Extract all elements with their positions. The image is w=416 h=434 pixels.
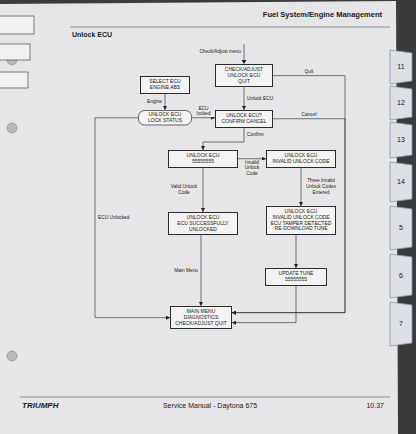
arrow-label: Main Menu	[173, 268, 199, 274]
flow-arrow	[192, 117, 215, 118]
arrow-label: Three Invalid Unlock Codes Entered	[303, 178, 339, 195]
screen-box: UPDATE TUNE55555555	[265, 268, 327, 286]
index-tabs	[390, 50, 412, 346]
arrow-label: Cancel	[301, 112, 318, 118]
binder-hole	[7, 351, 17, 361]
screen-box: CHECK/ADJUSTUNLOCK ECUQUIT	[215, 64, 273, 87]
tab-number: 5	[399, 224, 403, 232]
entry-line	[244, 44, 245, 61]
footer-rule	[20, 397, 390, 398]
page-header: Fuel System/Engine Management	[263, 11, 382, 20]
flow-arrow	[203, 128, 244, 151]
index-tab	[390, 86, 412, 120]
arrow-label: Unlock ECU	[246, 96, 274, 102]
index-tab	[390, 162, 412, 202]
screen-text: 55555555	[268, 277, 324, 283]
rounded-outline-shape	[139, 111, 192, 126]
flow-arrow	[201, 235, 202, 306]
screen-text: INVALID UNLOCK CODE	[269, 159, 333, 165]
arrow-label: Quit	[304, 69, 315, 75]
cut-off-box	[0, 44, 30, 60]
screen-box: UNLOCK ECUINVALID UNLOCK CODE ECU TAMPER…	[266, 206, 336, 235]
flow-arrow	[165, 94, 166, 111]
tab-number: 6	[399, 272, 403, 280]
section-title: Unlock ECU	[72, 31, 112, 38]
binder-holes	[7, 55, 17, 361]
flow-arrow	[203, 168, 204, 213]
flow-arrow	[232, 119, 345, 313]
screen-box: UNLOCK ECU55555555	[168, 150, 238, 168]
screen-text: INVALID UNLOCK CODE ECU TAMPER DETECTED …	[269, 215, 333, 232]
page-number: 10.37	[366, 402, 384, 410]
arrow-label: ECU locked	[193, 106, 215, 117]
header-rule	[70, 27, 390, 28]
tab-number: 11	[397, 63, 404, 71]
flow-arrow	[301, 168, 302, 207]
flow-arrow	[296, 235, 297, 268]
entry-label: Check/Adjust menu	[199, 49, 241, 55]
flow-arrow	[95, 118, 170, 318]
cut-off-flowchart	[0, 16, 34, 88]
screen-text: 55555555	[171, 159, 235, 165]
flow-arrow	[232, 286, 296, 323]
binder-hole	[7, 123, 17, 133]
screen-text: CONFIRM CANCEL	[218, 119, 270, 125]
cut-off-box	[0, 16, 34, 34]
tab-number: 12	[397, 99, 405, 107]
tab-number: 13	[397, 136, 405, 144]
arrow-label: Invalid Unlock Code	[239, 160, 265, 177]
screen-box: MAIN MENUDIAGNOSTICS CHECK/ADJUST QUIT	[170, 306, 232, 329]
screen-text: QUIT	[218, 79, 270, 85]
screen-text: LOCK STATUS	[143, 118, 187, 124]
screen-box: UNLOCK ECUECU SUCCESSFULLY UNLOCKED	[168, 212, 238, 235]
screen-text: ECU SUCCESSFULLY UNLOCKED	[171, 221, 235, 233]
paper-page	[0, 1, 398, 434]
index-tab	[390, 302, 412, 346]
arrow-label: Engine	[146, 99, 163, 105]
cut-off-box	[0, 72, 28, 88]
manual-title: Service Manual - Daytona 675	[163, 402, 257, 410]
screen-text: ENGINE ABS	[143, 85, 187, 91]
arrow-label: Valid Unlock Code	[167, 184, 201, 195]
tab-number: 14	[397, 178, 405, 186]
screen-box: SELECT ECUENGINE ABS	[140, 76, 190, 94]
arrow-label: Confirm	[246, 132, 265, 138]
brand-logo: TRIUMPH	[22, 401, 58, 410]
status-box: UNLOCK ECULOCK STATUS	[138, 110, 192, 126]
screen-box: UNLOCK ECU?CONFIRM CANCEL	[215, 110, 273, 128]
screen-text: DIAGNOSTICS CHECK/ADJUST QUIT	[173, 315, 229, 327]
index-tab	[390, 50, 412, 84]
index-tab	[390, 254, 412, 298]
flow-arrow	[244, 87, 245, 110]
arrow-label: ECU Unlocked	[97, 215, 130, 221]
index-tab	[390, 122, 412, 158]
screen-box: UNLOCK ECUINVALID UNLOCK CODE	[266, 150, 336, 168]
tab-number: 7	[399, 320, 403, 328]
index-tab	[390, 206, 412, 250]
